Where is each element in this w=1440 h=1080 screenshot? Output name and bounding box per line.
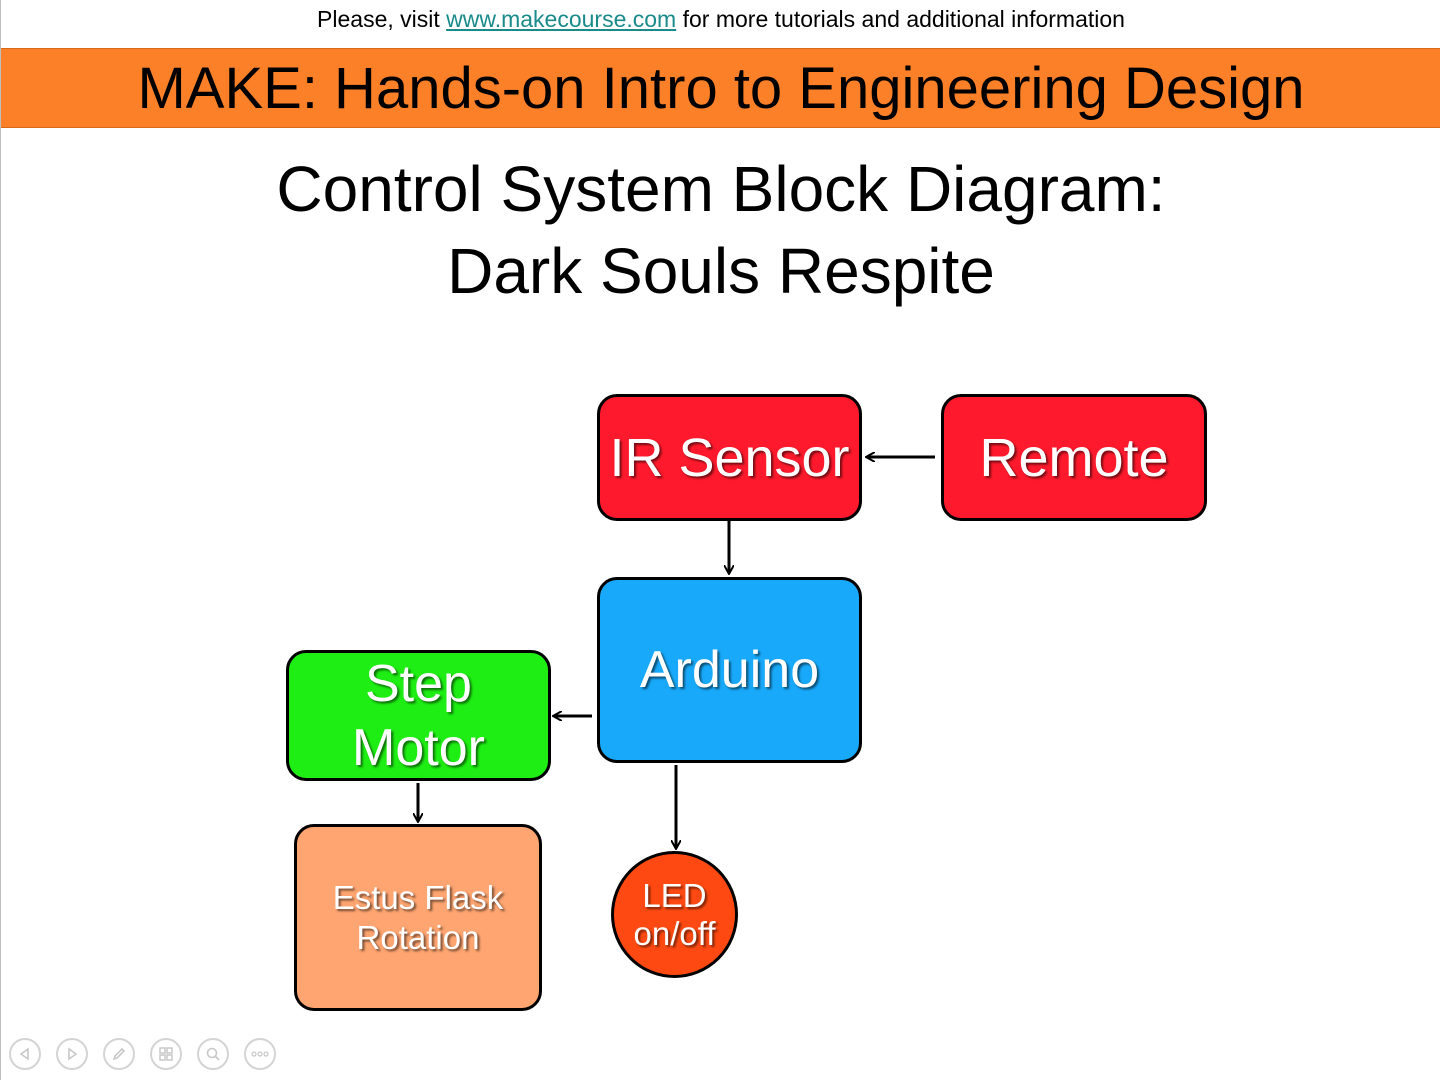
course-banner: MAKE: Hands-on Intro to Engineering Desi… bbox=[1, 48, 1440, 128]
remote-label: Remote bbox=[979, 427, 1169, 488]
estus-flask-block: Estus Flask Rotation bbox=[294, 824, 542, 1011]
slide-sorter-icon[interactable] bbox=[150, 1038, 182, 1070]
note-prefix: Please, visit bbox=[317, 6, 447, 32]
more-options-icon[interactable] bbox=[244, 1038, 276, 1070]
ir-sensor-label: IR Sensor bbox=[609, 427, 850, 488]
step-motor-block: Step Motor bbox=[286, 650, 551, 781]
next-slide-icon[interactable] bbox=[56, 1038, 88, 1070]
arduino-block: Arduino bbox=[597, 577, 862, 763]
arduino-label: Arduino bbox=[639, 641, 820, 699]
step-motor-label-line2: Motor bbox=[352, 718, 485, 777]
led-label-line2: on/off bbox=[633, 914, 716, 952]
banner-text: MAKE: Hands-on Intro to Engineering Desi… bbox=[137, 55, 1305, 121]
estus-flask-label-line2: Rotation bbox=[356, 918, 480, 956]
header-note: Please, visit www.makecourse.com for mor… bbox=[1, 6, 1440, 33]
note-suffix: for more tutorials and additional inform… bbox=[676, 6, 1125, 32]
step-motor-label-line1: Step bbox=[365, 654, 472, 713]
zoom-icon[interactable] bbox=[197, 1038, 229, 1070]
led-block: LED on/off bbox=[611, 851, 738, 978]
estus-flask-label-line1: Estus Flask bbox=[332, 878, 504, 916]
ir-sensor-block: IR Sensor bbox=[597, 394, 862, 521]
previous-slide-icon[interactable] bbox=[9, 1038, 41, 1070]
title-line-2: Dark Souls Respite bbox=[447, 235, 995, 307]
led-label-line1: LED bbox=[642, 876, 707, 914]
slide-title: Control System Block Diagram: Dark Souls… bbox=[1, 148, 1440, 312]
makecourse-link[interactable]: www.makecourse.com bbox=[446, 6, 677, 32]
pen-icon[interactable] bbox=[103, 1038, 135, 1070]
remote-block: Remote bbox=[941, 394, 1207, 521]
title-line-1: Control System Block Diagram: bbox=[276, 153, 1166, 225]
